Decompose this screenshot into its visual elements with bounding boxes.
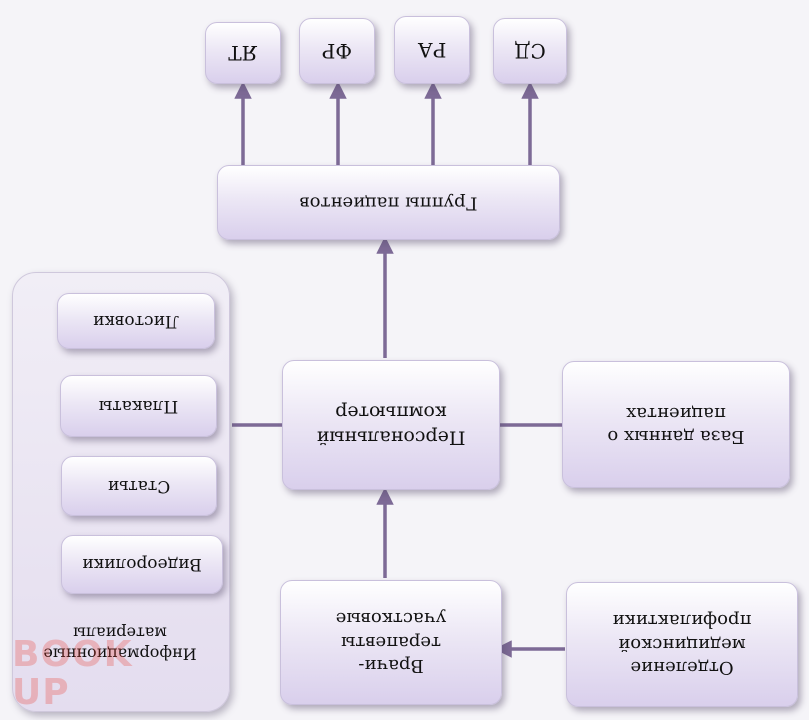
department-box: Отделение медицинской профилактики — [566, 582, 798, 707]
group-box-1: ЯТ — [205, 22, 281, 84]
pc-box: Персональный компьютер — [282, 360, 500, 490]
doctors-box: Врачи-терапевты участковые — [280, 580, 502, 705]
patient-groups-label: Группы пациентов — [299, 192, 478, 214]
info-item-posters: Плакаты — [60, 375, 217, 437]
info-item-leaflets: Листовки — [57, 293, 215, 349]
info-item-videos-label: Видеоролики — [82, 554, 202, 575]
group-box-2: ФР — [299, 18, 375, 84]
group-label-3: РА — [417, 38, 447, 62]
group-label-4: СД — [514, 39, 546, 63]
doctors-label: Врачи-терапевты участковые — [335, 608, 447, 677]
group-label-2: ФР — [321, 39, 353, 63]
department-label: Отделение медицинской профилактики — [612, 610, 752, 679]
group-box-3: РА — [394, 16, 470, 84]
pc-label: Персональный компьютер — [316, 402, 466, 449]
group-label-1: ЯТ — [228, 41, 258, 65]
group-box-4: СД — [493, 18, 567, 84]
info-item-articles-label: Статьи — [107, 476, 171, 497]
database-box: База данных о пациентах — [562, 361, 790, 488]
info-item-leaflets-label: Листовки — [92, 311, 180, 332]
patient-groups-box: Группы пациентов — [217, 165, 560, 240]
database-label: База данных о пациентах — [607, 402, 745, 447]
info-item-posters-label: Плакаты — [98, 396, 179, 417]
info-item-videos: Видеоролики — [61, 535, 223, 594]
info-item-articles: Статьи — [61, 456, 217, 516]
